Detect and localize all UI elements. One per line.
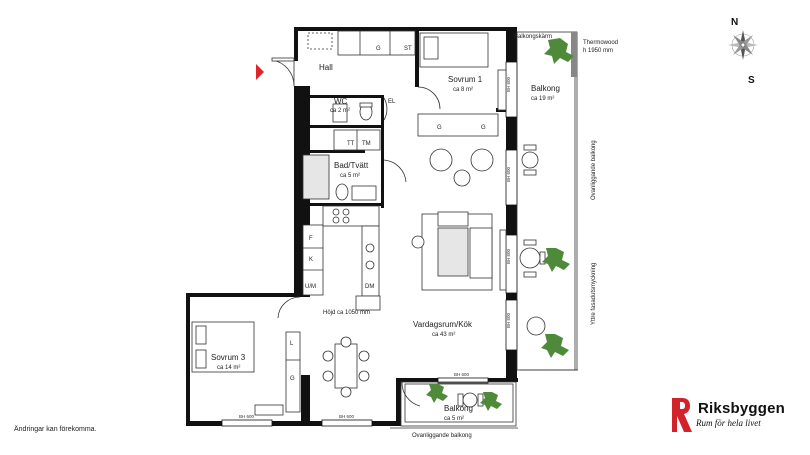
room-area-sovrum3: ca 14 m² bbox=[217, 365, 240, 371]
room-label-balkong-large: Balkong bbox=[531, 84, 560, 93]
room-label-wc: WC bbox=[334, 97, 348, 106]
annotation-balkongskarm: Balkongskärm bbox=[514, 34, 552, 40]
disclaimer-note: Ändringar kan förekomma. bbox=[14, 426, 97, 433]
compass-south: S bbox=[748, 75, 755, 86]
fixture-g-wardrobe-2: G bbox=[481, 125, 486, 131]
room-area-balkong-large: ca 19 m² bbox=[531, 96, 554, 102]
annotation-ovanliggande-right: Ovanliggande balkong bbox=[591, 140, 597, 200]
fixture-dm: DM bbox=[365, 284, 374, 290]
fixture-f: F bbox=[309, 236, 313, 242]
room-label-sovrum3: Sovrum 3 bbox=[211, 353, 246, 362]
room-label-vardagsrum: Vardagsrum/Kök bbox=[413, 320, 473, 329]
fixture-el: EL bbox=[388, 99, 396, 105]
room-label-sovrum1: Sovrum 1 bbox=[448, 75, 483, 84]
room-area-sovrum1: ca 8 m² bbox=[453, 87, 473, 93]
balcony-small bbox=[390, 381, 518, 429]
bh600-label: BH 600 bbox=[339, 414, 355, 419]
bh600-label: BH 600 bbox=[506, 166, 511, 182]
brand-name: Riksbyggen bbox=[698, 400, 786, 417]
room-label-hall: Hall bbox=[319, 63, 333, 72]
bh600-label: BH 600 bbox=[454, 372, 470, 377]
fixture-g-sovrum3: G bbox=[290, 376, 295, 382]
annotation-hojd: Höjd ca 1050 mm bbox=[323, 310, 370, 316]
bh600-label: BH 600 bbox=[506, 76, 511, 92]
room-label-balkong-small: Balkong bbox=[444, 404, 473, 413]
brand-tagline: Rum för hela livet bbox=[696, 418, 761, 428]
balcony-large bbox=[516, 31, 578, 371]
fixture-g-wardrobe-1: G bbox=[437, 125, 442, 131]
compass-north: N bbox=[731, 17, 738, 28]
fixture-tt: TT bbox=[347, 141, 355, 147]
fixture-k: K bbox=[309, 257, 313, 263]
annotation-thermowood: Thermowood bbox=[583, 40, 618, 46]
annotation-yttre-fasad: Yttre fasadutsmyckning bbox=[591, 263, 597, 325]
entrance-marker bbox=[256, 64, 264, 80]
fixture-l: L bbox=[290, 341, 294, 347]
fixture-st: ST bbox=[404, 46, 412, 52]
fixture-tm: TM bbox=[362, 141, 371, 147]
entry-door bbox=[271, 59, 295, 87]
bh600-label: BH 600 bbox=[506, 248, 511, 264]
room-area-bad: ca 5 m² bbox=[340, 173, 360, 179]
compass-icon bbox=[728, 30, 758, 60]
room-area-wc: ca 2 m² bbox=[330, 108, 350, 114]
annotation-thermowood-height: h 1950 mm bbox=[583, 48, 613, 54]
brand-logo-block: Riksbyggen Rum för hela livet bbox=[668, 394, 798, 444]
bh600-label: BH 600 bbox=[506, 312, 511, 328]
room-label-bad: Bad/Tvätt bbox=[334, 161, 369, 170]
fixture-um: U/M bbox=[305, 284, 316, 290]
room-area-balkong-small: ca 5 m² bbox=[444, 416, 464, 422]
annotation-ovanliggande-bottom: Ovanliggande balkong bbox=[412, 433, 472, 439]
room-area-vardagsrum: ca 43 m² bbox=[432, 332, 455, 338]
fixture-g: G bbox=[376, 46, 381, 52]
bh600-label: BH 600 bbox=[239, 414, 255, 419]
riksbyggen-logo-icon bbox=[672, 398, 692, 432]
